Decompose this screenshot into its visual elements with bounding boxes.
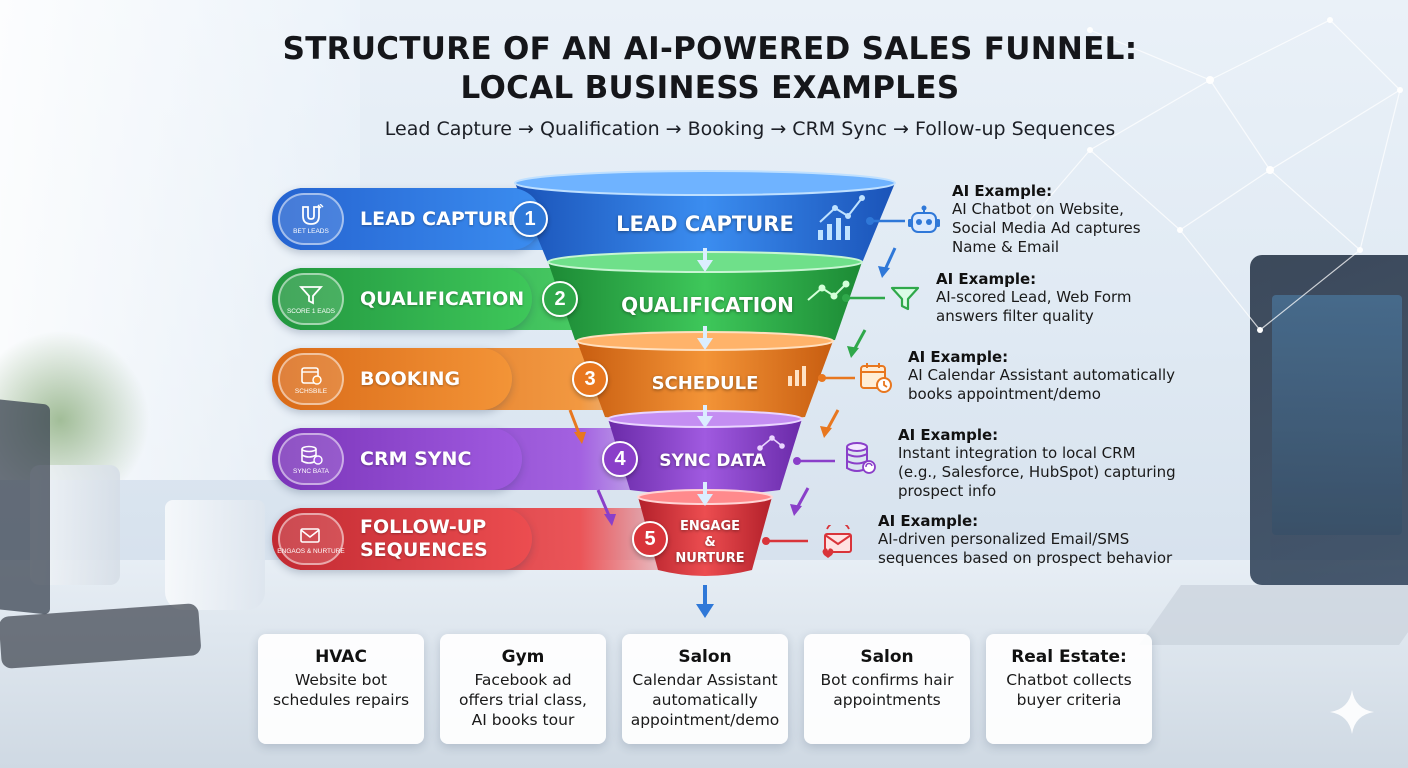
filter-icon: SCORE 1 EADS	[278, 273, 344, 325]
network-decoration	[1030, 17, 1403, 333]
stage-number-4: 4	[602, 441, 638, 477]
ai-example-booking: AI Example: AI Calendar Assistant automa…	[908, 348, 1208, 404]
stage-number-3: 3	[572, 361, 608, 397]
card-body: Facebook ad offers trial class, AI books…	[459, 671, 587, 729]
ai-example-follow-up: AI Example: AI-driven personalized Email…	[878, 512, 1198, 568]
card-title: Salon	[860, 647, 914, 667]
stage-pill-label: BOOKING	[360, 367, 461, 390]
database-sync-icon	[840, 438, 880, 478]
business-card-gym: Gym Facebook ad offers trial class, AI b…	[440, 634, 606, 744]
page-title: STRUCTURE OF AN AI-POWERED SALES FUNNEL:…	[282, 31, 1138, 106]
funnel-label-sync-data: SYNC DATA	[659, 451, 766, 471]
envelope-heart-icon	[818, 522, 858, 562]
ai-example-text: AI-driven personalized Email/SMS sequenc…	[878, 530, 1173, 567]
ai-example-lead-capture: AI Example: AI Chatbot on Website, Socia…	[952, 182, 1212, 257]
funnel-label-lead-capture: LEAD CAPTURE	[616, 212, 794, 236]
card-body: Bot confirms hair appointments	[820, 671, 954, 709]
robot-icon	[904, 201, 944, 241]
business-card-salon-bot: Salon Bot confirms hair appointments	[804, 634, 970, 744]
ai-example-text: Instant integration to local CRM (e.g., …	[898, 444, 1176, 500]
funnel-label-engage-nurture: ENGAGE & NURTURE	[675, 519, 745, 566]
business-card-salon-calendar: Salon Calendar Assistant automatically a…	[622, 634, 788, 744]
card-title: Salon	[678, 647, 732, 667]
calendar-icon: SCHSBILE	[278, 353, 344, 405]
background-mug	[165, 500, 265, 610]
stage-number-1: 1	[512, 201, 548, 237]
stage-pill-label: QUALIFICATION	[360, 287, 525, 310]
stage-pill-label: FOLLOW-UP SEQUENCES	[360, 516, 488, 561]
pill-icon-caption: ENGAOS & NURTURE	[277, 547, 345, 555]
pill-icon-caption: SCORE 1 EADS	[286, 307, 336, 315]
ai-example-heading: AI Example:	[936, 270, 1037, 288]
card-body: Website bot schedules repairs	[272, 671, 410, 709]
funnel-label-qualification: QUALIFICATION	[621, 293, 794, 317]
calendar-clock-icon	[856, 358, 896, 398]
card-body: Chatbot collects buyer criteria	[1006, 671, 1132, 709]
sparkle-icon	[1330, 690, 1374, 734]
ai-example-text: AI-scored Lead, Web Form answers filter …	[936, 288, 1132, 325]
filter-icon	[885, 279, 925, 319]
stage-pill-label: CRM SYNC	[360, 447, 472, 470]
ai-example-heading: AI Example:	[952, 182, 1053, 200]
ai-example-heading: AI Example:	[878, 512, 979, 530]
stage-number-5: 5	[632, 521, 668, 557]
business-card-real-estate: Real Estate: Chatbot collects buyer crit…	[986, 634, 1152, 744]
ai-example-qualification: AI Example: AI-scored Lead, Web Form ans…	[936, 270, 1196, 326]
business-card-hvac: HVAC Website bot schedules repairs	[258, 634, 424, 744]
background-laptop-right	[1250, 255, 1408, 585]
ai-example-text: AI Calendar Assistant automatically book…	[908, 366, 1176, 403]
pill-icon-caption: SCHSBILE	[294, 387, 328, 395]
card-title: HVAC	[315, 647, 367, 667]
card-title: Real Estate:	[1011, 647, 1127, 667]
funnel-label-schedule: SCHEDULE	[651, 373, 759, 394]
stage-pill-crm-sync: SYNC BATA CRM SYNC	[272, 428, 522, 490]
stage-pill-label: LEAD CAPTURE	[360, 207, 521, 230]
ai-example-heading: AI Example:	[898, 426, 999, 444]
pill-icon-caption: SYNC BATA	[293, 467, 329, 475]
stage-pill-booking: SCHSBILE BOOKING	[272, 348, 512, 410]
pill-icon-caption: BET LEADS	[293, 227, 329, 235]
stage-pill-lead-capture: BET LEADS LEAD CAPTURE	[272, 188, 542, 250]
card-body: Calendar Assistant automatically appoint…	[630, 671, 780, 729]
database-icon: SYNC BATA	[278, 433, 344, 485]
envelope-icon: ENGAOS & NURTURE	[277, 513, 345, 565]
ai-example-heading: AI Example:	[908, 348, 1009, 366]
stage-pill-follow-up: ENGAOS & NURTURE FOLLOW-UP SEQUENCES	[272, 508, 532, 570]
page-subtitle: Lead Capture → Qualification → Booking →…	[384, 118, 1116, 140]
ai-example-text: AI Chatbot on Website, Social Media Ad c…	[952, 200, 1141, 256]
stage-pill-qualification: SCORE 1 EADS QUALIFICATION	[272, 268, 532, 330]
ai-example-crm-sync: AI Example: Instant integration to local…	[898, 426, 1198, 501]
card-title: Gym	[501, 647, 545, 667]
magnet-icon: BET LEADS	[278, 193, 344, 245]
stage-number-2: 2	[542, 281, 578, 317]
